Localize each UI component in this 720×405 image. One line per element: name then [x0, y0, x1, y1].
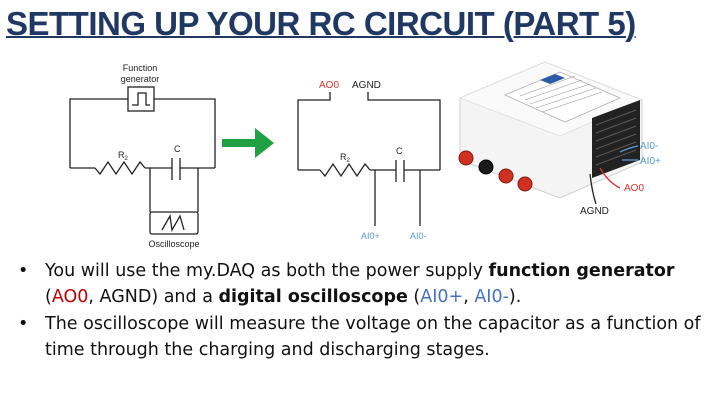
bullet-list: • You will use the my.DAQ as both the po… [18, 258, 708, 364]
red-jack-1 [458, 150, 474, 166]
bullet-item: • You will use the my.DAQ as both the po… [18, 258, 708, 310]
bullet-text: You will use the my.DAQ as both the powe… [45, 261, 489, 281]
bullet-bold: function generator [488, 261, 675, 281]
capacitor-c [171, 158, 181, 180]
device-ai0-plus-label: AI0+ [640, 156, 661, 167]
left-capacitor-label: C [174, 144, 181, 154]
right-ai0-minus-label: AI0- [410, 231, 427, 241]
bullet-text: , [463, 287, 475, 307]
terminal-strip [592, 100, 640, 178]
bullet-bold: digital oscilloscope [218, 287, 408, 307]
device-ai0-minus-label: AI0- [640, 141, 658, 152]
left-circuit: Function generator R2 C Oscilloscope [69, 63, 216, 249]
circuit-figure: Function generator R2 C Oscilloscope AO0… [69, 61, 661, 249]
right-agnd-label: AGND [352, 80, 381, 91]
right-resistor-label: R2 [340, 152, 351, 164]
bullet-text: ( [45, 287, 52, 307]
black-jack [478, 159, 494, 175]
red-jack-3 [517, 176, 533, 192]
bullet-dot: • [18, 261, 29, 281]
device-agnd-label: AGND [580, 206, 609, 217]
device-ao0-label: AO0 [624, 183, 644, 194]
right-resistor-r2 [319, 162, 371, 178]
bullet-red: AO0 [51, 287, 89, 307]
oscilloscope-label: Oscilloscope [148, 239, 199, 249]
function-generator-icon [127, 86, 155, 112]
red-jack-2 [498, 168, 514, 184]
bullet-text: , AGND) and a [88, 287, 219, 307]
function-generator-label-line2: generator [121, 74, 160, 84]
bullet-blue: AI0- [474, 287, 509, 307]
right-ai0-plus-label: AI0+ [361, 231, 380, 241]
right-circuit: AO0 AGND R2 C AI0+ AI0- [297, 80, 441, 241]
bullet-text: ( [407, 287, 421, 307]
bullet-text: The oscilloscope will measure the voltag… [45, 314, 701, 360]
right-capacitor-label: C [396, 146, 403, 156]
left-resistor-label: R2 [118, 150, 129, 162]
green-arrow-icon [222, 128, 274, 158]
right-ao0-label: AO0 [319, 80, 339, 91]
right-capacitor-c [395, 160, 405, 182]
bullet-item: • The oscilloscope will measure the volt… [18, 311, 708, 363]
square-wave-icon [132, 92, 150, 106]
bullet-dot: • [18, 314, 29, 334]
function-generator-label-line1: Function [123, 63, 158, 73]
resistor-r2 [94, 160, 146, 176]
oscilloscope-icon [149, 211, 199, 235]
page-title: SETTING UP YOUR RC CIRCUIT (PART 5) [6, 5, 636, 42]
bullet-text: ). [508, 287, 522, 307]
mydaq-device: AI0- AI0+ AO0 AGND [458, 61, 661, 217]
bullet-blue: AI0+ [420, 287, 464, 307]
